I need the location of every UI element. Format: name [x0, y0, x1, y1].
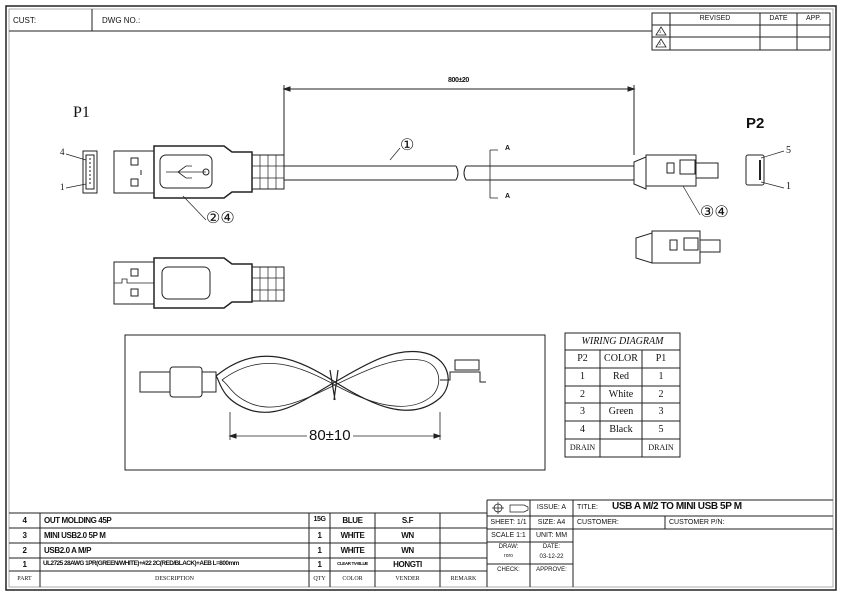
part-color: WHITE: [340, 546, 365, 555]
header-part: PART: [17, 576, 32, 582]
customer-label: CUSTOMER:: [577, 519, 619, 526]
section-label-bottom: A: [505, 193, 510, 200]
wiring-cell: 2: [580, 389, 585, 400]
wiring-cell: DRAIN: [569, 443, 596, 452]
wiring-header-p2: P2: [577, 353, 588, 364]
draw-label: DRAW:: [498, 544, 519, 550]
wiring-cell: Black: [609, 424, 633, 435]
approved-header: APP.: [805, 15, 822, 22]
balloon-cable: ①: [400, 137, 415, 154]
scale: SCALE 1:1: [491, 532, 526, 539]
header-description: DESCRIPTION: [154, 576, 194, 582]
sheet: SHEET: 1/1: [490, 519, 527, 526]
part-color: WHITE: [340, 531, 365, 540]
p2-pin-1: 1: [786, 181, 791, 192]
wiring-cell: 1: [580, 371, 585, 382]
customer-label: CUST:: [13, 16, 37, 25]
part-qty: 1: [317, 560, 322, 569]
part-qty: 15G: [313, 516, 326, 523]
wiring-cell: 3: [580, 406, 585, 417]
revised-header: REVISED: [699, 15, 731, 22]
part-qty: 1: [317, 546, 322, 555]
customer-pn-label: CUSTOMER P/N:: [669, 519, 725, 526]
wiring-cell: 3: [658, 406, 664, 417]
part-description: USB2.0 A M/P: [44, 546, 92, 555]
part-color: BLUE: [342, 516, 363, 525]
length-dimension: 800±20: [448, 77, 469, 84]
wiring-header-p1: P1: [655, 353, 667, 364]
section-label-top: A: [505, 145, 510, 152]
cable: [284, 147, 634, 199]
revision-table-grid: [651, 12, 831, 51]
size: SIZE: A4: [537, 519, 566, 526]
header-color: COLOR: [342, 576, 363, 582]
p2-pin-5: 5: [786, 145, 791, 156]
wiring-cell: White: [608, 389, 634, 400]
usb-a-plug-top: [113, 145, 285, 221]
title-label: TITLE:: [577, 504, 599, 511]
part-description: UL2725 28AWG 1PR(GREEN/WHITE)+#22 2C(RED…: [43, 560, 239, 567]
title-block-grid: [487, 499, 833, 587]
date-header: DATE: [769, 15, 788, 22]
coiled-cable-view: [124, 334, 546, 471]
p1-pin-1: 1: [60, 182, 65, 192]
issue: ISSUE: A: [536, 504, 567, 511]
balloon-p2: ③④: [700, 204, 729, 221]
part-number: 4: [22, 516, 27, 525]
part-vendor: HONGTI: [393, 560, 422, 569]
part-number: 3: [22, 531, 27, 540]
part-description: OUT MOLDING 45P: [44, 516, 112, 525]
approve-label: APPROVE:: [536, 567, 567, 573]
mini-usb-plug: [633, 150, 785, 216]
p1-socket-face: [65, 150, 98, 194]
part-vendor: WN: [401, 531, 414, 540]
revision-mark-2: 2: [659, 41, 662, 46]
header-vendor: VENDER: [395, 576, 420, 582]
wiring-title: WIRING DIAGRAM: [581, 336, 664, 347]
wiring-header-color: COLOR: [604, 353, 638, 364]
wiring-cell: 1: [658, 371, 664, 382]
part-qty: 1: [317, 531, 322, 540]
length-dimension-lines: [282, 85, 636, 155]
wiring-table-grid: [564, 332, 681, 458]
header-remark: REMARK: [450, 576, 477, 582]
mini-usb-plug-side: [635, 230, 721, 264]
check-label: CHECK:: [497, 567, 520, 573]
drawing-number-label: DWG NO.:: [102, 16, 141, 25]
wiring-cell: Green: [608, 406, 634, 417]
date-label: DATE:: [542, 544, 561, 550]
p1-pin-4: 4: [60, 147, 65, 157]
usb-a-plug-side: [113, 257, 285, 309]
balloon-p1: ②④: [206, 210, 235, 227]
wiring-cell: 4: [580, 424, 585, 435]
parts-table-grid: [9, 500, 488, 587]
wiring-cell: 5: [658, 424, 664, 435]
drawing-title: USB A M/2 TO MINI USB 5P M: [612, 501, 742, 512]
p1-label: P1: [73, 104, 90, 121]
unit: UNIT: MM: [535, 532, 568, 539]
wiring-cell: 2: [658, 389, 664, 400]
part-number: 1: [22, 560, 27, 569]
coil-dimension: 80±10: [307, 427, 353, 444]
part-vendor: S.F: [401, 516, 414, 525]
wiring-cell: DRAIN: [648, 443, 674, 452]
header-qty: QTY: [313, 576, 326, 582]
part-vendor: WN: [401, 546, 414, 555]
date-value: 03-12-22: [539, 554, 564, 560]
part-description: MINI USB2.0 5P M: [44, 531, 106, 540]
p2-label: P2: [746, 115, 765, 132]
revision-mark-1: 1: [659, 29, 662, 34]
draw-value: roro: [504, 553, 513, 559]
part-number: 2: [22, 546, 27, 555]
part-color: CLEAR TV-BLUE: [337, 561, 368, 566]
wiring-cell: Red: [612, 371, 630, 382]
